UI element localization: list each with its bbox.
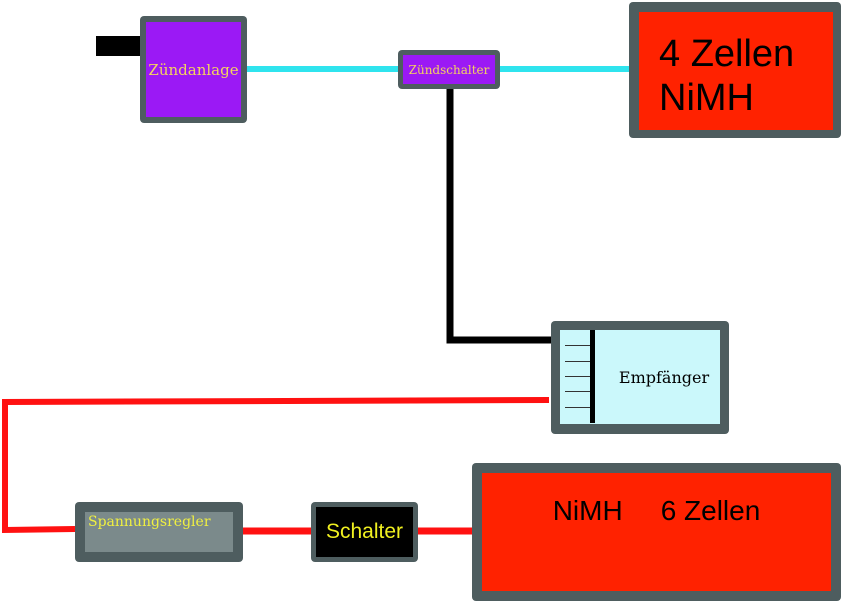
zuendanlage-block: Zündanlage	[140, 16, 247, 123]
receiver-battery-type-label: NiMH	[552, 495, 623, 526]
receiver-connector-bar	[590, 330, 595, 423]
wire-zuendschalter-to-empfaenger	[446, 88, 558, 344]
receiver-channel-2	[565, 361, 590, 362]
receiver-channel-1	[565, 345, 590, 346]
receiver-battery-cells-label: 6 Zellen	[660, 495, 761, 526]
receiver-channel-4	[565, 391, 590, 392]
spannungsregler-label: Spannungsregler	[88, 514, 211, 530]
receiver-channel-3	[565, 376, 590, 377]
schalter-label: Schalter	[325, 520, 404, 543]
ignition-plug-connector	[96, 36, 142, 56]
zuendanlage-label: Zündanlage	[148, 60, 239, 79]
zuendschalter-block: Zündschalter	[398, 50, 500, 89]
spannungsregler-block: Spannungsregler	[75, 502, 243, 562]
ignition-battery-cells-label: 4 Zellen	[659, 33, 795, 75]
ignition-battery-type-label: NiMH	[659, 77, 754, 119]
receiver-battery-block: NiMH 6 Zellen	[472, 463, 841, 601]
empfaenger-block: Empfänger	[551, 321, 729, 434]
schalter-block: Schalter	[311, 502, 418, 562]
ignition-battery-block: 4 Zellen NiMH	[629, 2, 841, 138]
wire-empfaenger-to-spannungsregler	[2, 397, 550, 534]
empfaenger-label: Empfänger	[618, 367, 710, 387]
receiver-channel-5	[565, 407, 590, 408]
zuendschalter-label: Zündschalter	[408, 62, 490, 77]
